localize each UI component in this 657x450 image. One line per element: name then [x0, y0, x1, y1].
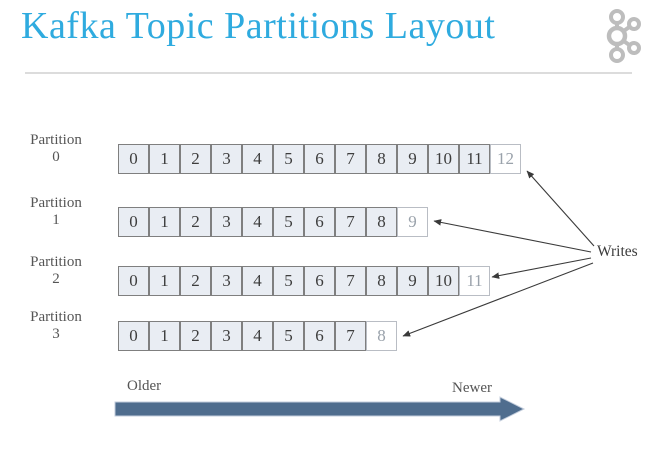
write-arrow: [433, 219, 592, 253]
offset-cell: 7: [335, 144, 366, 174]
offset-cell: 7: [335, 207, 366, 237]
offset-cell: 2: [180, 144, 211, 174]
offset-cell: 4: [242, 144, 273, 174]
offset-cell: 6: [304, 144, 335, 174]
offset-cell: 3: [211, 207, 242, 237]
title-divider: [25, 72, 632, 74]
offset-cell: 2: [180, 266, 211, 296]
offset-cell: 6: [304, 321, 335, 351]
offset-cell: 4: [242, 266, 273, 296]
offset-cell: 7: [335, 321, 366, 351]
offset-cell: 8: [366, 144, 397, 174]
slide-title: Kafka Topic Partitions Layout: [21, 5, 496, 47]
offset-cell: 6: [304, 207, 335, 237]
offset-cell: 6: [304, 266, 335, 296]
offset-cell: 3: [211, 321, 242, 351]
offset-cell: 8: [366, 266, 397, 296]
offset-cell: 9: [397, 144, 428, 174]
offset-cell: 1: [149, 207, 180, 237]
next-offset-cell: 11: [459, 266, 490, 296]
offset-cell: 0: [118, 144, 149, 174]
offset-cell: 9: [397, 266, 428, 296]
older-label: Older: [127, 378, 162, 394]
write-arrow: [491, 257, 592, 279]
offset-cell: 3: [211, 266, 242, 296]
kafka-logo-icon: [606, 9, 641, 63]
offset-cell: 1: [149, 144, 180, 174]
offset-cell: 0: [118, 321, 149, 351]
offset-cell: 5: [273, 321, 304, 351]
offset-cell: 0: [118, 207, 149, 237]
offset-cell: 11: [459, 144, 490, 174]
offset-cell: 5: [273, 266, 304, 296]
newer-label: Newer: [452, 380, 492, 396]
offset-cell: 7: [335, 266, 366, 296]
offset-cell: 4: [242, 207, 273, 237]
offset-cell: 4: [242, 321, 273, 351]
offset-cell: 5: [273, 207, 304, 237]
offset-cell: 10: [428, 266, 459, 296]
offset-cell: 2: [180, 321, 211, 351]
next-offset-cell: 12: [490, 144, 521, 174]
offset-cell: 10: [428, 144, 459, 174]
write-arrow: [402, 262, 594, 337]
writes-label: Writes: [597, 243, 638, 260]
next-offset-cell: 9: [397, 207, 428, 237]
write-arrow: [526, 170, 595, 247]
offset-cell: 1: [149, 321, 180, 351]
offset-cell: 8: [366, 207, 397, 237]
offset-cell: 2: [180, 207, 211, 237]
offset-cell: 3: [211, 144, 242, 174]
timeline-arrow: [114, 396, 526, 422]
offset-cell: 0: [118, 266, 149, 296]
next-offset-cell: 8: [366, 321, 397, 351]
offset-cell: 5: [273, 144, 304, 174]
offset-cell: 1: [149, 266, 180, 296]
